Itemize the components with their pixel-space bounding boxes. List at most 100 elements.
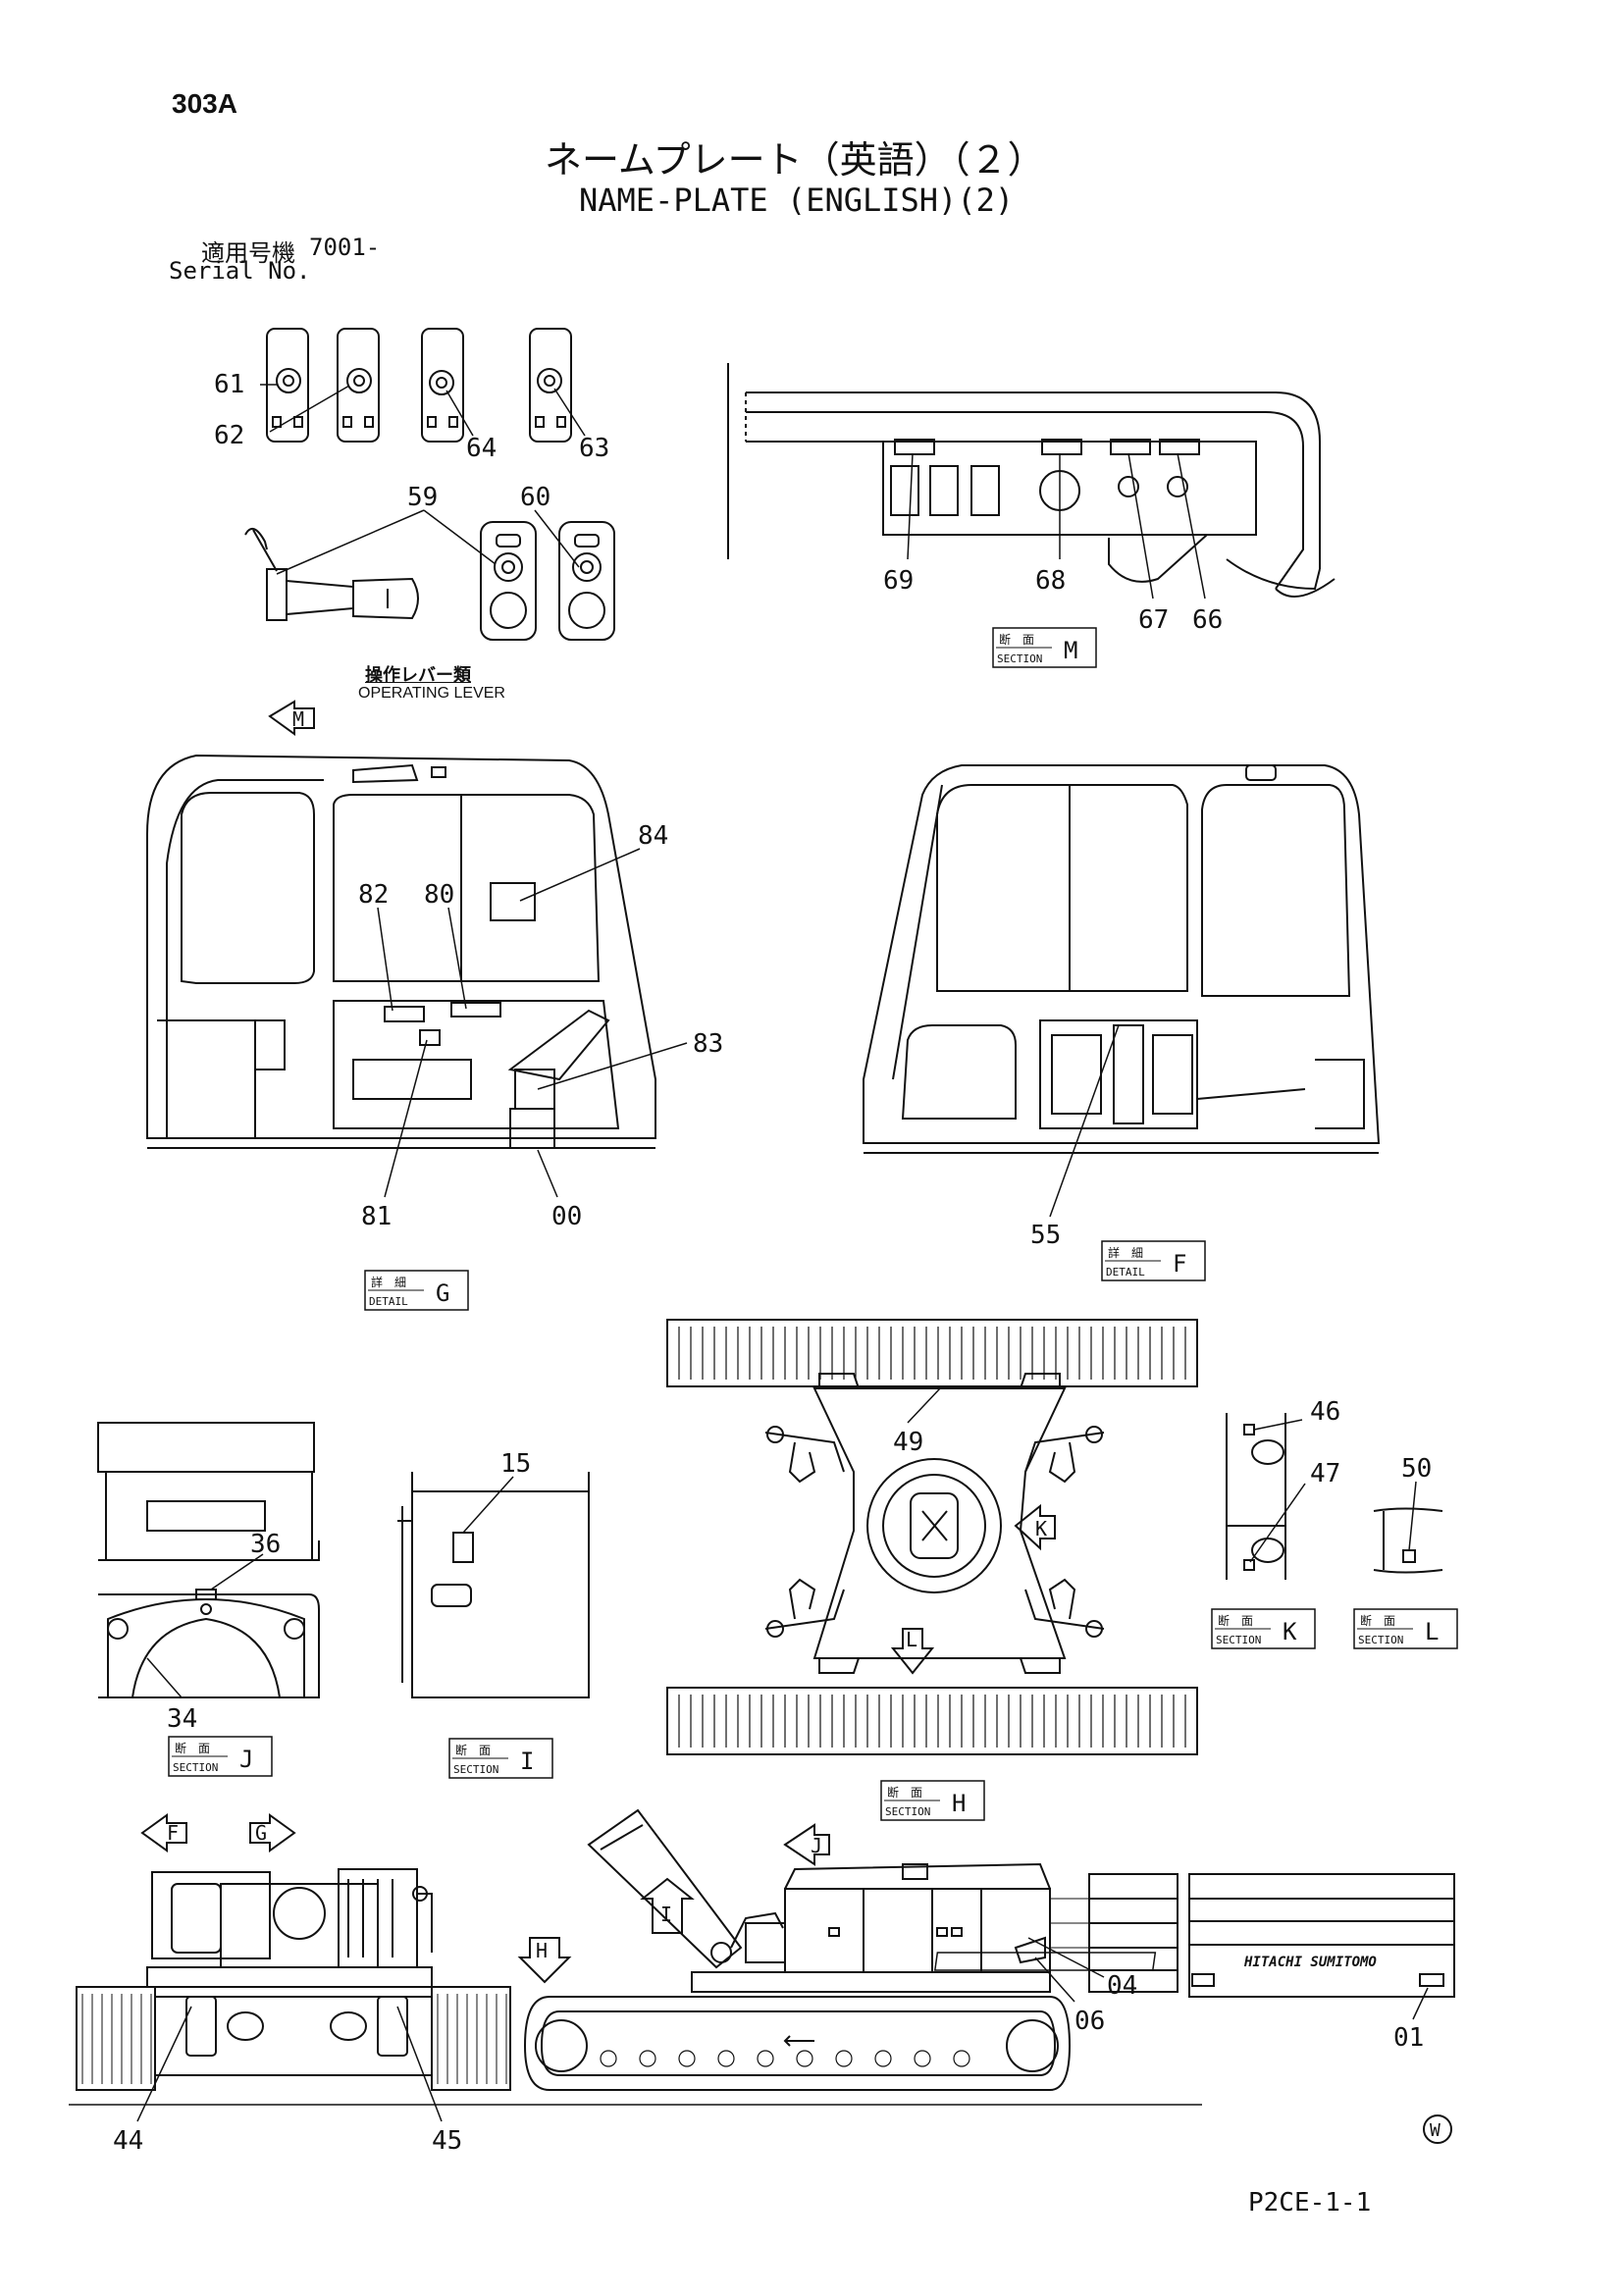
track-roller — [874, 2050, 892, 2067]
section-label-en: DETAIL — [1106, 1266, 1145, 1278]
section-h-undercarriage — [666, 1319, 1198, 1755]
part-number-62: 62 — [214, 421, 244, 450]
part-number-67: 67 — [1138, 605, 1169, 635]
view-arrow-j-letter: J — [811, 1834, 822, 1857]
section-label-en: SECTION — [885, 1805, 930, 1818]
leader-line-50 — [1408, 1481, 1417, 1551]
part-number-68: 68 — [1035, 566, 1066, 596]
section-m-console — [727, 363, 1336, 598]
section-label-jp: 断 面 — [999, 632, 1034, 647]
lever-head-63 — [529, 328, 572, 443]
track-roller — [757, 2050, 774, 2067]
view-arrow-j — [783, 1823, 830, 1866]
leader-line-01 — [1412, 1987, 1429, 2020]
view-arrow-f — [140, 1813, 187, 1852]
leader-lines-section-k — [1249, 1419, 1306, 1563]
section-label-jp: 断 面 — [1360, 1613, 1395, 1628]
part-number-84: 84 — [638, 821, 668, 851]
leader-lines-44-45 — [136, 2006, 443, 2122]
serial-label-japanese: 適用号機 — [201, 239, 295, 267]
track-roller — [600, 2050, 617, 2067]
section-label-jp: 断 面 — [1218, 1613, 1253, 1628]
part-number-36: 36 — [250, 1530, 281, 1559]
section-label-jp: 断 面 — [175, 1741, 210, 1755]
part-number-49: 49 — [893, 1428, 923, 1457]
leader-line-49 — [907, 1387, 941, 1424]
view-arrow-g — [249, 1813, 296, 1852]
section-j — [97, 1422, 320, 1698]
part-number-04: 04 — [1107, 1971, 1137, 2001]
rear-view-machine — [76, 1868, 511, 2091]
view-arrow-i-letter: I — [660, 1903, 672, 1926]
sheet-code: P2CE-1-1 — [1248, 2188, 1372, 2218]
leader-line-15 — [462, 1476, 514, 1534]
lever-head-62 — [337, 328, 380, 443]
section-label-en: SECTION — [173, 1761, 218, 1774]
section-label-letter: K — [1283, 1618, 1297, 1645]
part-number-55: 55 — [1030, 1221, 1061, 1250]
track-shoes-bottom — [678, 1695, 1186, 1748]
leader-lines-detail-g — [377, 848, 688, 1198]
serial-label-english: Serial No. — [169, 257, 311, 285]
part-number-64: 64 — [466, 434, 497, 463]
section-label-en: DETAIL — [369, 1295, 408, 1308]
side-view-excavator — [523, 1808, 1072, 2091]
part-number-81: 81 — [361, 1202, 392, 1231]
lever-grip-59 — [480, 521, 537, 641]
section-label-box-k: 断 面 SECTION K — [1211, 1608, 1316, 1649]
section-label-en: SECTION — [1216, 1634, 1261, 1646]
section-label-en: SECTION — [997, 652, 1042, 665]
hitachi-sumitomo-logo-plate: HITACHI SUMITOMO — [933, 1952, 1377, 1971]
section-label-jp: 詳 細 — [371, 1275, 406, 1289]
rear-track-lines — [81, 1994, 507, 2084]
part-number-82: 82 — [358, 880, 389, 910]
side-track-rollers — [600, 2050, 970, 2067]
section-l — [1373, 1507, 1443, 1574]
part-number-44: 44 — [113, 2126, 143, 2156]
track-roller — [717, 2050, 735, 2067]
part-number-34: 34 — [167, 1704, 197, 1734]
view-arrow-l — [890, 1628, 935, 1675]
section-label-en: SECTION — [453, 1763, 498, 1776]
section-label-jp: 断 面 — [455, 1743, 491, 1757]
page-code: 303A — [172, 88, 237, 119]
section-label-letter: M — [1064, 637, 1077, 664]
part-number-59: 59 — [407, 483, 438, 512]
section-label-jp: 断 面 — [887, 1785, 922, 1800]
view-arrow-m-letter: M — [292, 707, 304, 731]
track-roller — [678, 2050, 696, 2067]
section-label-letter: F — [1173, 1250, 1186, 1278]
counterweight-rear — [1188, 1873, 1455, 1998]
section-label-box-h: 断 面 SECTION H — [880, 1780, 985, 1821]
section-label-letter: I — [520, 1748, 534, 1775]
operating-lever-label-jp: 操作レバー類 — [365, 665, 471, 686]
view-arrow-m — [268, 700, 315, 736]
operating-lever-handle — [244, 527, 419, 621]
leader-lines-levers — [260, 384, 586, 437]
view-arrow-g-letter: G — [255, 1821, 267, 1845]
track-shoes-top — [678, 1327, 1186, 1380]
part-number-63: 63 — [579, 434, 609, 463]
part-number-50: 50 — [1401, 1454, 1432, 1484]
logo-text: HITACHI SUMITOMO — [1243, 1955, 1377, 1970]
view-arrow-f-letter: F — [167, 1821, 179, 1845]
leader-line-55 — [1049, 1024, 1120, 1218]
detail-f-cab — [863, 764, 1381, 1154]
section-label-letter: L — [1425, 1618, 1439, 1645]
leader-lines-section-j — [146, 1553, 264, 1698]
part-number-69: 69 — [883, 566, 914, 596]
track-roller — [914, 2050, 931, 2067]
track-roller — [835, 2050, 853, 2067]
view-arrow-h — [517, 1937, 572, 1984]
track-roller — [953, 2050, 970, 2067]
section-label-box-i: 断 面 SECTION I — [448, 1738, 553, 1779]
part-number-47: 47 — [1310, 1459, 1340, 1488]
section-i — [397, 1472, 590, 1698]
section-label-letter: H — [952, 1790, 966, 1817]
part-number-66: 66 — [1192, 605, 1223, 635]
